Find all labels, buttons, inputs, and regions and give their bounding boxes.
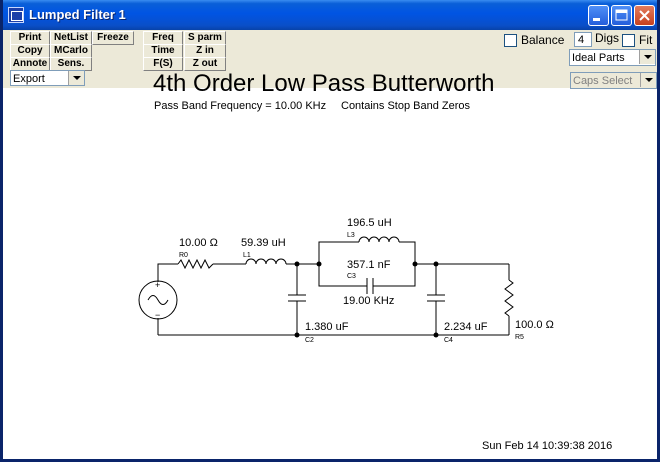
minimize-icon bbox=[593, 18, 600, 21]
junction-dot bbox=[433, 332, 439, 338]
l1-ref: L1 bbox=[243, 252, 251, 259]
wire bbox=[373, 264, 416, 287]
r5-ref: R5 bbox=[515, 334, 524, 341]
r0-value: 10.00 Ω bbox=[179, 237, 218, 249]
chevron-down-icon[interactable] bbox=[639, 50, 655, 64]
maximize-icon bbox=[615, 9, 628, 21]
parts-dropdown-value: Ideal Parts bbox=[572, 52, 625, 64]
mcarlo-button[interactable]: MCarlo bbox=[50, 44, 92, 58]
parts-dropdown[interactable]: Ideal Parts bbox=[569, 49, 656, 66]
junction-dot bbox=[433, 261, 439, 267]
freq-button[interactable]: Freq bbox=[143, 31, 183, 45]
c4-value: 2.234 uF bbox=[444, 321, 488, 333]
maximize-button[interactable] bbox=[611, 5, 632, 26]
balance-label: Balance bbox=[521, 33, 565, 47]
client-area: Print Copy Annote NetList MCarlo Sens. F… bbox=[3, 30, 657, 459]
caps-select-value: Caps Select bbox=[573, 75, 633, 87]
junction-dot bbox=[294, 332, 300, 338]
close-button[interactable] bbox=[634, 5, 655, 26]
resistor-r5-symbol bbox=[504, 279, 514, 317]
export-dropdown[interactable]: Export bbox=[10, 70, 85, 86]
wire bbox=[318, 264, 367, 287]
minimize-button[interactable] bbox=[588, 5, 609, 26]
passband-frequency: Pass Band Frequency = 10.00 KHz bbox=[154, 100, 327, 112]
source-minus: − bbox=[155, 310, 160, 320]
wire bbox=[318, 241, 359, 264]
resistor-r0-symbol bbox=[177, 258, 214, 270]
l1-value: 59.39 uH bbox=[241, 237, 286, 249]
inductor-l3-symbol bbox=[358, 236, 400, 243]
filter-title: 4th Order Low Pass Butterworth bbox=[153, 70, 495, 97]
netlist-button[interactable]: NetList bbox=[50, 31, 92, 45]
stopband-note: Contains Stop Band Zeros bbox=[341, 100, 471, 112]
c2-ref: C2 bbox=[305, 337, 314, 344]
sine-icon bbox=[147, 295, 169, 305]
inductor-l1-symbol bbox=[245, 258, 287, 265]
c4-ref: C4 bbox=[444, 337, 453, 344]
junction-dot bbox=[316, 261, 322, 267]
c3-value: 357.1 nF bbox=[347, 259, 391, 271]
title-bar[interactable]: Lumped Filter 1 bbox=[3, 0, 657, 30]
c3-ref: C3 bbox=[347, 273, 356, 280]
timestamp: Sun Feb 14 10:39:38 2016 bbox=[482, 440, 613, 452]
ac-source-symbol bbox=[138, 280, 178, 320]
annote-button[interactable]: Annote bbox=[10, 57, 50, 71]
wire bbox=[399, 241, 416, 264]
resonance-frequency: 19.00 KHz bbox=[343, 295, 394, 307]
junction-dot bbox=[294, 261, 300, 267]
copy-button[interactable]: Copy bbox=[10, 44, 50, 58]
r0-ref: R0 bbox=[179, 252, 188, 259]
zout-button[interactable]: Z out bbox=[184, 57, 226, 71]
chevron-down-icon[interactable] bbox=[640, 73, 656, 87]
time-button[interactable]: Time bbox=[143, 44, 183, 58]
chevron-down-icon[interactable] bbox=[68, 71, 84, 85]
source-plus: + bbox=[155, 280, 160, 290]
window-title: Lumped Filter 1 bbox=[29, 7, 126, 22]
digits-label: Digs bbox=[595, 31, 620, 45]
c2-value: 1.380 uF bbox=[305, 321, 349, 333]
export-dropdown-value: Export bbox=[13, 73, 45, 85]
fit-label: Fit bbox=[639, 33, 653, 47]
junction-dot bbox=[412, 261, 418, 267]
close-icon bbox=[639, 10, 650, 21]
sparm-button[interactable]: S parm bbox=[184, 31, 226, 45]
r5-value: 100.0 Ω bbox=[515, 319, 554, 331]
print-button[interactable]: Print bbox=[10, 31, 50, 45]
wire bbox=[157, 263, 178, 282]
balance-checkbox[interactable] bbox=[504, 34, 517, 47]
caps-select-dropdown[interactable]: Caps Select bbox=[570, 72, 657, 89]
zin-button[interactable]: Z in bbox=[184, 44, 226, 58]
l3-ref: L3 bbox=[347, 232, 355, 239]
fs-button[interactable]: F(S) bbox=[143, 57, 183, 71]
fit-checkbox[interactable] bbox=[622, 34, 635, 47]
toolbar: Print Copy Annote NetList MCarlo Sens. F… bbox=[3, 30, 657, 88]
digits-input[interactable]: 4 bbox=[574, 32, 592, 47]
l3-value: 196.5 uH bbox=[347, 217, 392, 229]
sens-button[interactable]: Sens. bbox=[50, 57, 92, 71]
freeze-button[interactable]: Freeze bbox=[92, 31, 134, 45]
app-icon[interactable] bbox=[8, 7, 24, 23]
